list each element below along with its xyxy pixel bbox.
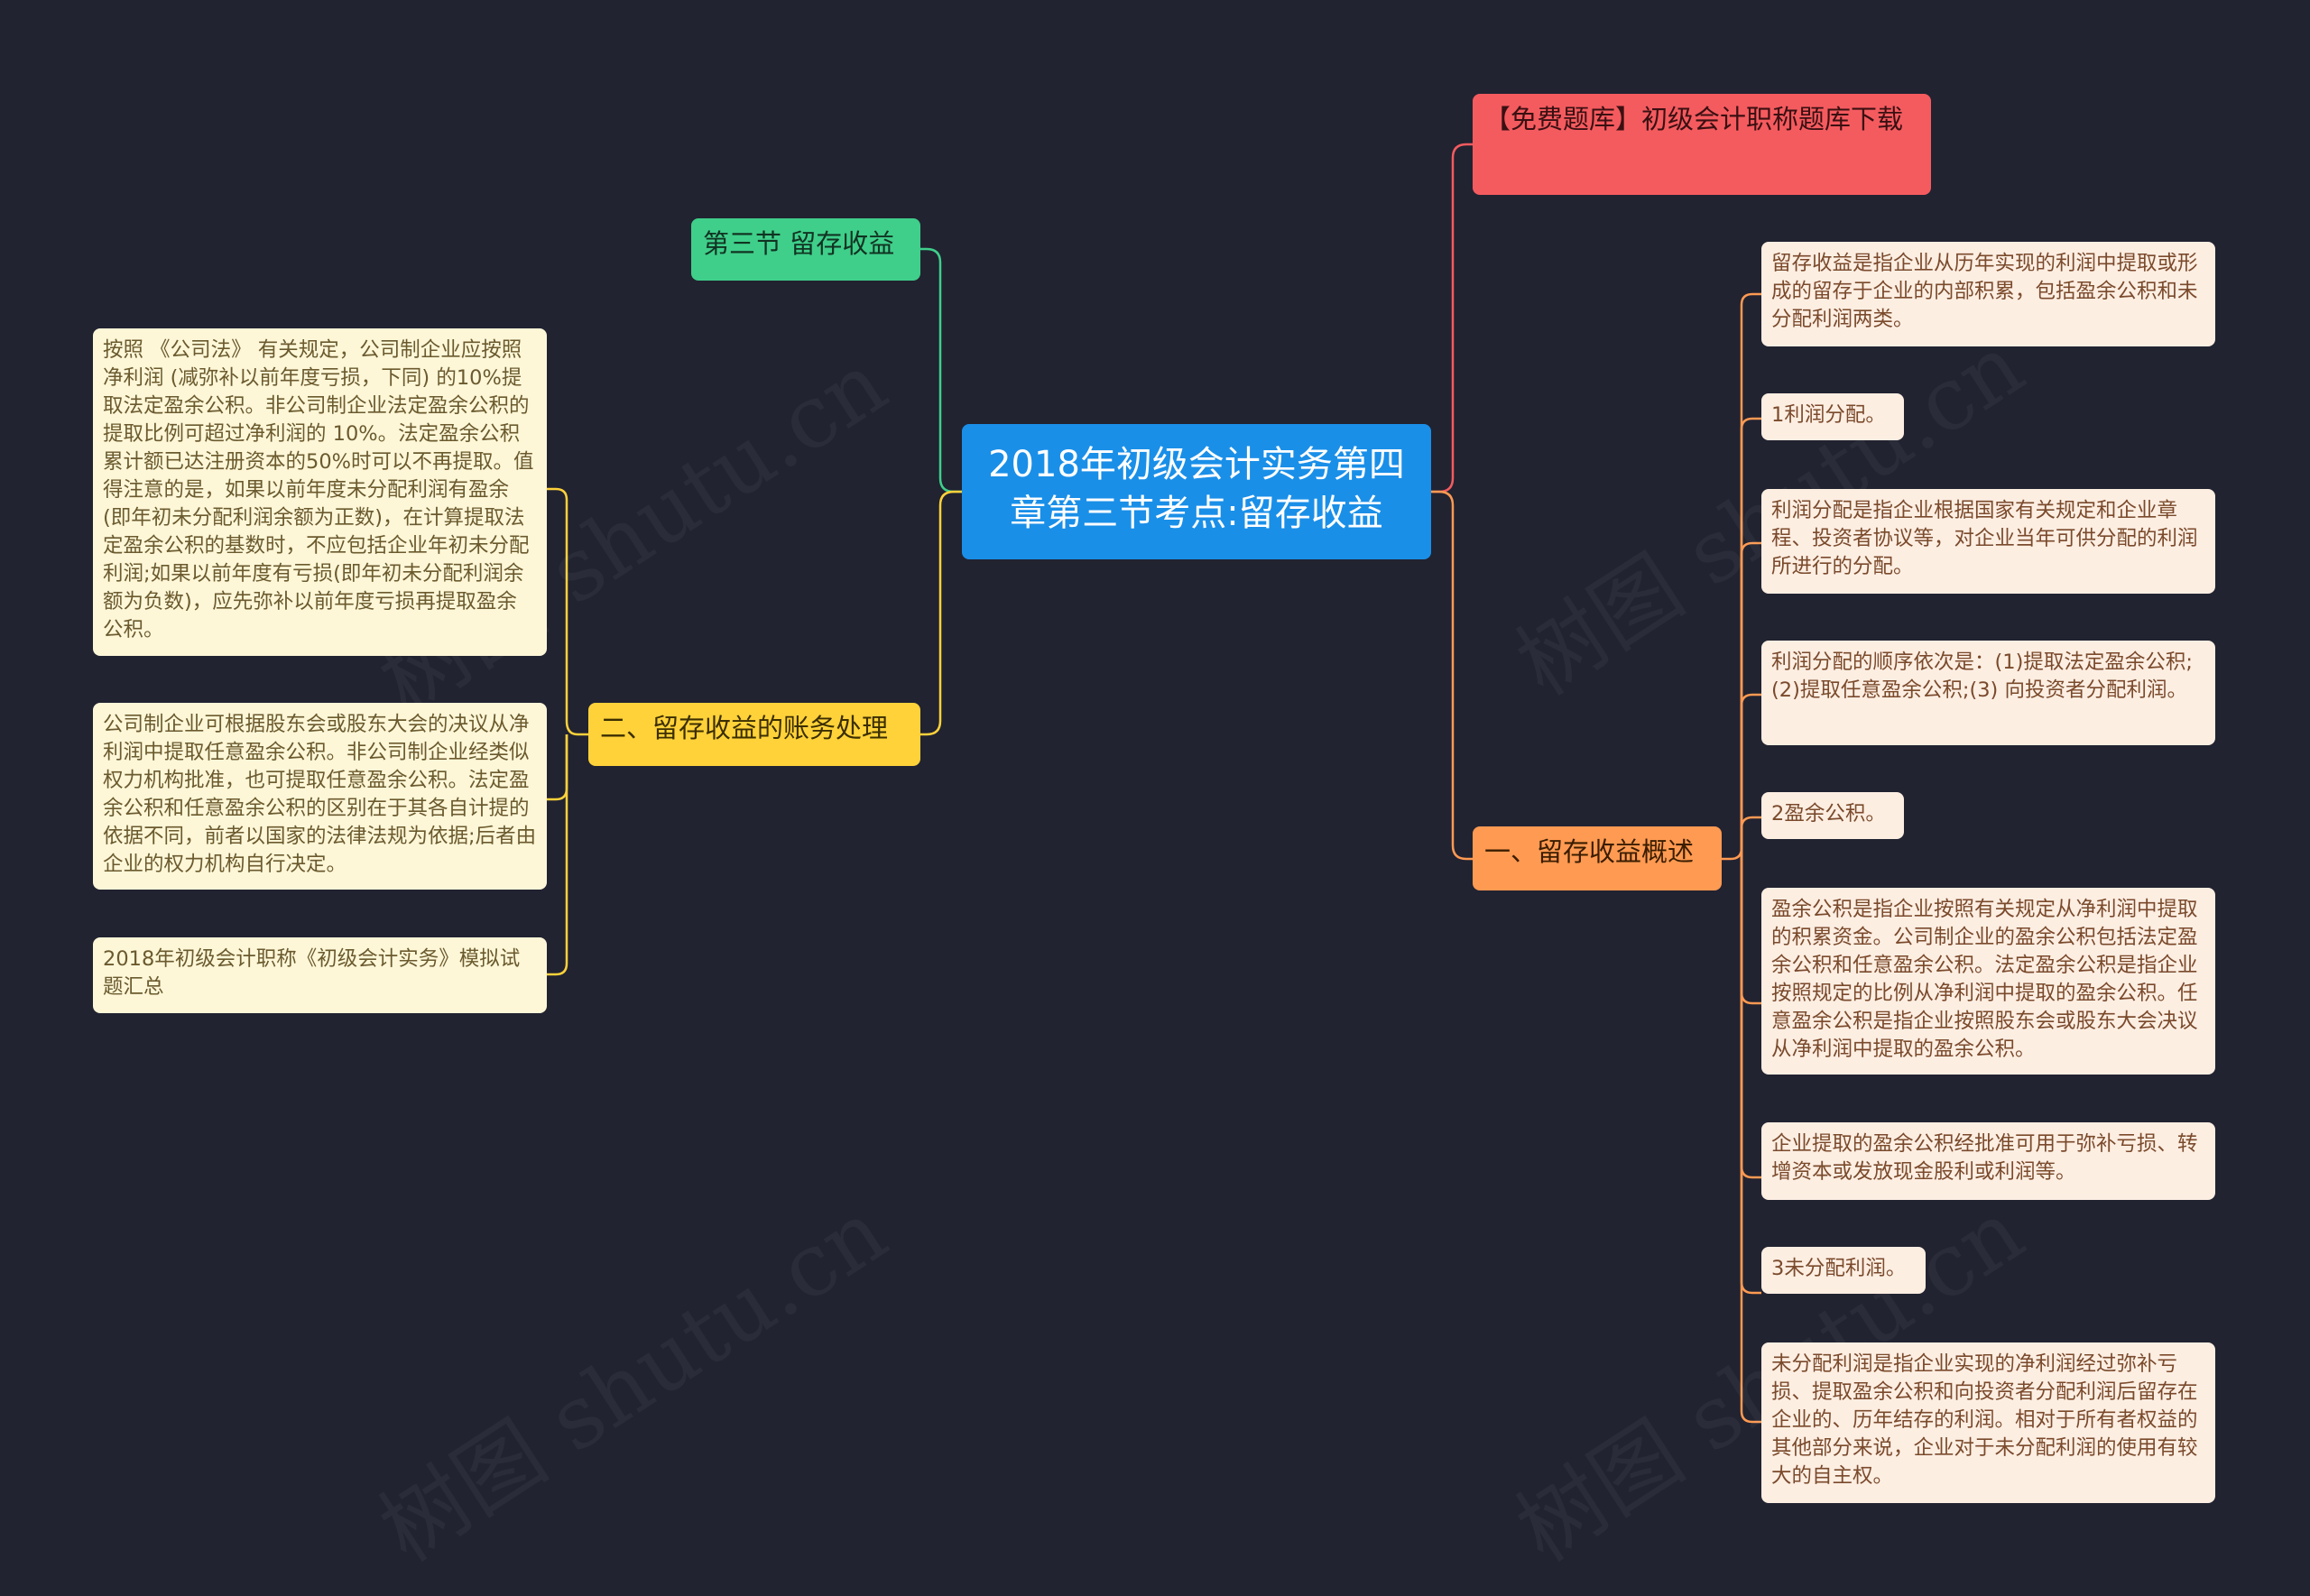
link-root-section	[920, 247, 962, 494]
overview-leaf[interactable]: 未分配利润是指企业实现的净利润经过弥补亏损、提取盈余公积和向投资者分配利润后留存…	[1761, 1342, 2215, 1503]
overview-leaf[interactable]: 企业提取的盈余公积经批准可用于弥补亏损、转增资本或发放现金股利或利润等。	[1761, 1122, 2215, 1200]
link-root-overview	[1431, 490, 1473, 861]
link-overview-leaf-7	[1740, 859, 1761, 1179]
link-root-free	[1431, 143, 1473, 494]
link-accounting-leaf-2	[547, 734, 568, 801]
branch-section-three[interactable]: 第三节 留存收益	[691, 218, 920, 281]
link-overview-leaf-9	[1740, 859, 1761, 1424]
branch-retained-earnings-overview[interactable]: 一、留存收益概述	[1473, 826, 1722, 890]
overview-leaf[interactable]: 2盈余公积。	[1761, 792, 1904, 839]
link-overview-leaf-8	[1740, 859, 1761, 1295]
accounting-leaf[interactable]: 2018年初级会计职称《初级会计实务》模拟试题汇总	[93, 937, 547, 1013]
link-accounting-leaf-3	[547, 734, 568, 976]
link-overview-leaf-3	[1740, 541, 1761, 859]
branch-accounting-treatment[interactable]: 二、留存收益的账务处理	[588, 703, 920, 766]
overview-leaf[interactable]: 利润分配是指企业根据国家有关规定和企业章程、投资者协议等，对企业当年可供分配的利…	[1761, 489, 2215, 594]
accounting-leaf[interactable]: 按照 《公司法》 有关规定，公司制企业应按照净利润 (减弥补以前年度亏损，下同)…	[93, 328, 547, 656]
overview-leaf[interactable]: 利润分配的顺序依次是：(1)提取法定盈余公积;(2)提取任意盈余公积;(3) 向…	[1761, 641, 2215, 745]
overview-leaf[interactable]: 盈余公积是指企业按照有关规定从净利润中提取的积累资金。公司制企业的盈余公积包括法…	[1761, 888, 2215, 1075]
link-overview-leaf-4	[1740, 693, 1761, 859]
link-overview-leaf-5	[1740, 816, 1761, 859]
link-overview-leaf-6	[1740, 859, 1761, 1005]
branch-free-question-bank[interactable]: 【免费题库】初级会计职称题库下载	[1473, 94, 1931, 195]
overview-leaf[interactable]: 1利润分配。	[1761, 393, 1904, 440]
link-overview-leaf-2	[1740, 417, 1761, 859]
overview-leaf[interactable]: 留存收益是指企业从历年实现的利润中提取或形成的留存于企业的内部积累，包括盈余公积…	[1761, 242, 2215, 346]
overview-leaf[interactable]: 3未分配利润。	[1761, 1247, 1926, 1294]
link-accounting-bus	[547, 487, 588, 736]
link-root-accounting	[920, 490, 962, 736]
accounting-leaf[interactable]: 公司制企业可根据股东会或股东大会的决议从净利润中提取任意盈余公积。非公司制企业经…	[93, 703, 547, 890]
root-topic[interactable]: 2018年初级会计实务第四章第三节考点:留存收益	[962, 424, 1431, 559]
